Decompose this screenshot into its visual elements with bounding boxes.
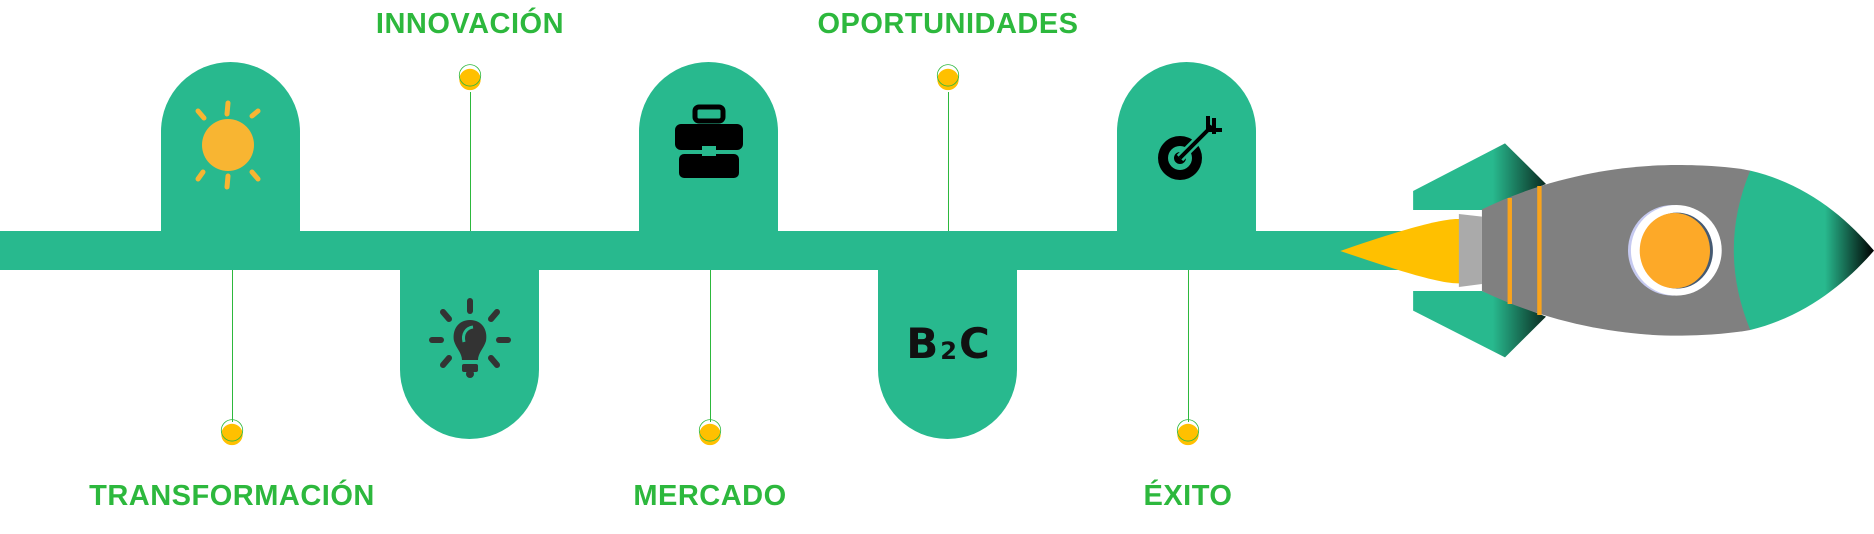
rocket-illustration bbox=[1340, 143, 1874, 358]
connector-line bbox=[470, 92, 471, 231]
connector-line bbox=[948, 92, 949, 231]
marker-dot bbox=[698, 419, 722, 446]
briefcase-icon bbox=[675, 104, 743, 178]
b2c-digit-2: 2 bbox=[940, 337, 957, 365]
lightbulb-icon bbox=[429, 298, 511, 378]
step-label-oportunidades: OPORTUNIDADES bbox=[817, 8, 1079, 40]
connector-line bbox=[232, 270, 233, 422]
b2c-icon: B 2 C bbox=[888, 316, 1008, 372]
connector-line bbox=[710, 270, 711, 422]
step-pill-oportunidades bbox=[878, 250, 1017, 439]
step-label-mercado: MERCADO bbox=[633, 480, 787, 512]
marker-dot bbox=[936, 64, 960, 91]
connector-line bbox=[1188, 270, 1189, 422]
target-icon bbox=[1158, 116, 1222, 180]
step-label-innovacion: INNOVACIÓN bbox=[375, 8, 565, 40]
sun-icon bbox=[195, 100, 261, 190]
b2c-letter-c: C bbox=[958, 319, 990, 368]
b2c-letter-b: B bbox=[906, 319, 939, 368]
step-label-transformacion: TRANSFORMACIÓN bbox=[89, 480, 375, 512]
marker-dot bbox=[458, 64, 482, 91]
marker-dot bbox=[220, 419, 244, 446]
marker-dot bbox=[1176, 419, 1200, 446]
step-label-exito: ÉXITO bbox=[1143, 480, 1233, 512]
